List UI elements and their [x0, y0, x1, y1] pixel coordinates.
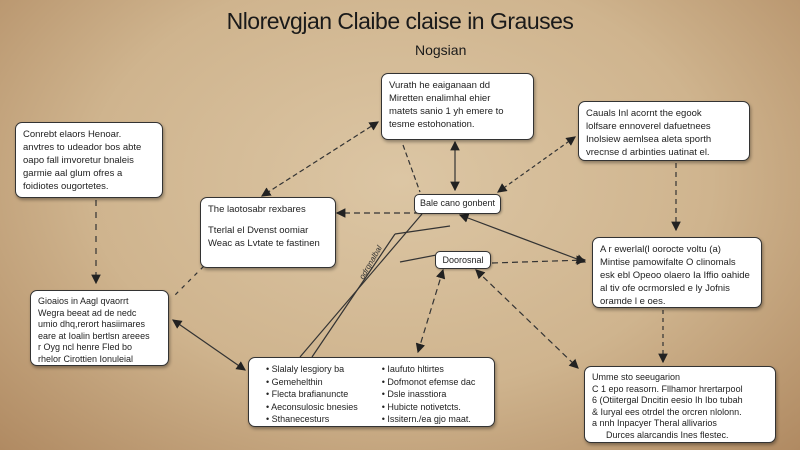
box-text: Vurath he eaiganaan dd [389, 80, 491, 91]
box-text: 6 (Otiitergal Dncitin eesio Ih Ibo tubah [592, 395, 743, 405]
line-to-bottom2 [394, 225, 451, 235]
diagram-subtitle: Nogsian [415, 42, 467, 58]
list-item: Iaufuto hltirtes [382, 363, 476, 376]
line-pill-bottom1 [299, 213, 423, 358]
box-text: Wegra beeat ad de nedc [38, 307, 137, 318]
bullet-list-left: Slalaly lesgiory ba Gemehelthin Flecta b… [256, 363, 358, 426]
box-text [208, 216, 328, 224]
box-text: rhelor Cirottien Ionuleial [38, 353, 134, 364]
arrow-topcenter-midleft [260, 121, 380, 197]
list-item: Aeconsulosic bnesies [266, 401, 358, 414]
arrow-topright-pill [497, 136, 576, 193]
arrow-doorosnal-bottom [415, 268, 446, 354]
box-text: vrecnse d arbinties uatinat el. [586, 147, 710, 158]
box-text: Mintise pamowifalte O clinomals [600, 257, 736, 268]
box-bottom-center: Slalaly lesgiory ba Gemehelthin Flecta b… [248, 357, 495, 427]
box-top-center: Vurath he eaiganaan dd Miretten enalimha… [381, 73, 534, 140]
list-item: Dsle inasstiora [382, 388, 476, 401]
box-text: The laotosabr rexbares [208, 204, 306, 215]
box-mid-left: The laotosabr rexbares Tterlal el Dvenst… [200, 197, 336, 268]
arrow-doorosnal-bottomright [475, 269, 579, 369]
box-text: Conrebt elaors Henoar. [23, 129, 122, 140]
box-text: matets sanio 1 yh emere to [389, 106, 504, 117]
list-item: Flecta brafianuncte [266, 388, 358, 401]
box-text: a nnh Inpacyer Theral allivarios [592, 418, 717, 428]
pill-center-mid: Doorosnal [435, 251, 491, 269]
box-text: Cauals Inl acornt the egook [586, 108, 702, 119]
list-item: Dofmonot efemse dac [382, 376, 475, 389]
box-text: garmie aal glum ofres a [23, 168, 123, 179]
box-text: anvtres to udeador bos abte [23, 142, 142, 153]
line-to-bottom3 [311, 233, 396, 358]
box-text: A r ewerlal(l oorocte voltu (a) [600, 244, 721, 255]
box-top-right: Cauals Inl acornt the egook lolfsare enn… [578, 101, 750, 161]
box-text: oramde l e oes. [600, 296, 666, 307]
arrow-pill-midright [458, 213, 587, 264]
list-item: Issitern./ea gjo maat. [382, 413, 476, 426]
box-text: r Oyg ncl henre Fled bo [38, 342, 133, 352]
diagram-title: Nlorevgjan Claibe claise in Grauses [226, 8, 574, 34]
box-text: tesme estohonation. [389, 119, 475, 130]
arrow-leftbottom-bottom [172, 319, 246, 371]
box-text: Durces alarcandis Ines flestec. [606, 429, 729, 440]
box-text: C 1 epo reasorn. Fllhamor hrertarpool [592, 383, 743, 394]
box-text: lolfsare ennoverel dafuetnees [586, 121, 711, 132]
box-text: Miretten enalimhal ehier [389, 93, 491, 104]
list-item: Hubicte notivetcts. [382, 401, 476, 414]
box-text: Gioaios in Aagl qvaorrt [38, 296, 129, 306]
box-text: Tterlal el Dvenst oomiar [208, 225, 309, 236]
pill-center-top: Bale cano gonbent [414, 194, 501, 214]
box-left-bottom: Gioaios in Aagl qvaorrt Wegra beeat ad d… [30, 290, 169, 366]
list-item: Slalaly lesgiory ba [266, 363, 358, 376]
arrow-doorosnal-midright [491, 255, 587, 266]
list-item: Gemehelthin [266, 376, 358, 389]
bullet-list-right: Iaufuto hltirtes Dofmonot efemse dac Dsl… [372, 363, 476, 426]
box-text: umio dhq,rerort hasiimares [38, 319, 146, 329]
box-mid-right: A r ewerlal(l oorocte voltu (a) Mintise … [592, 237, 762, 308]
box-text: foidiotes ougortetes. [23, 181, 109, 192]
box-text: Weac as Lvtate te fastinen [208, 238, 320, 249]
list-item: Sthanecesturs [266, 413, 358, 426]
box-text: eare at Ioalin bertlsn areees [38, 330, 150, 341]
box-text: oapo fall imvoretur bnaleis [23, 155, 134, 166]
box-left-top: Conrebt elaors Henoar. anvtres to udeado… [15, 122, 163, 198]
box-bottom-right: Umme sto seeugarion C 1 epo reasorn. Fll… [584, 366, 776, 443]
box-text: Umme sto seeugarion [592, 372, 681, 382]
box-text: & Iuryal ees otrdel the orcren nlolonn. [592, 406, 742, 417]
box-text: Inolsiew aemlsea aleta sporth [586, 134, 712, 145]
dash-topcenter [402, 144, 421, 193]
box-text: al tiv ofe ocrmorsled e ly Jofnis [600, 283, 730, 294]
box-text: esk ebl Opeoo olaero Ia Iffio oahide [600, 270, 750, 281]
